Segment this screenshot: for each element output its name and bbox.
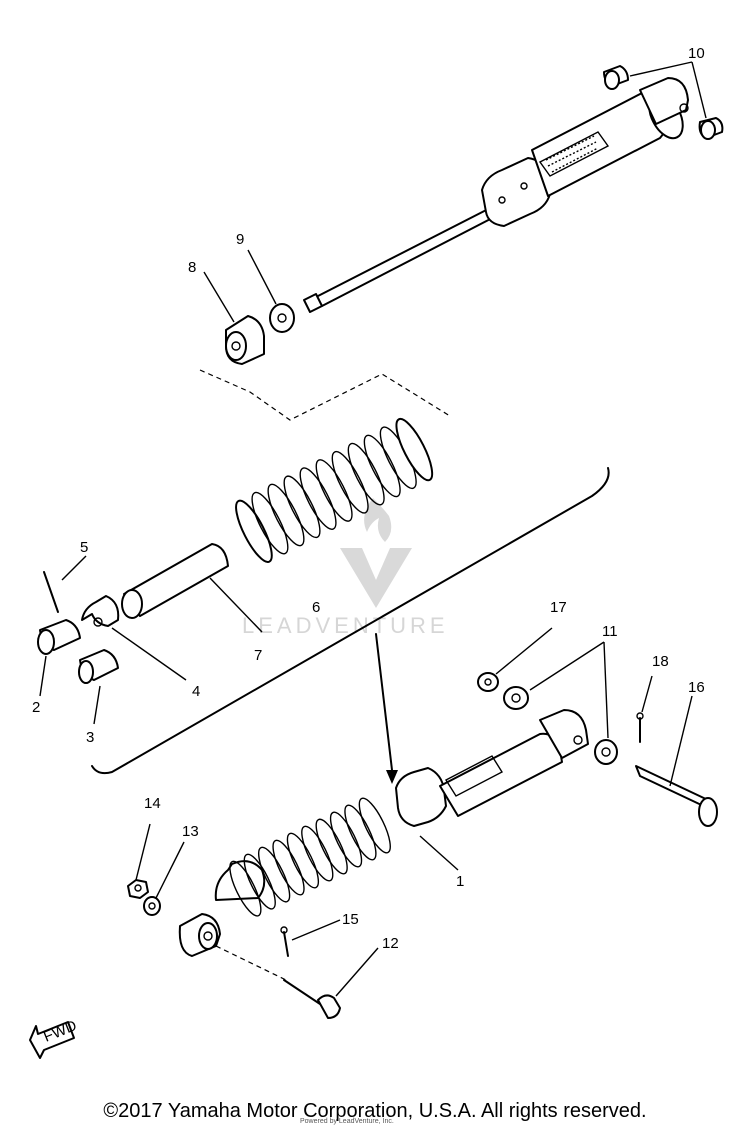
callout-15: 15 bbox=[342, 911, 359, 928]
callout-13: 13 bbox=[182, 823, 199, 840]
callout-6: 6 bbox=[312, 599, 320, 616]
exploded-group-bracket bbox=[91, 467, 610, 775]
part-4-spring-seat bbox=[81, 595, 187, 681]
callout-7: 7 bbox=[254, 647, 262, 664]
parts-8-9-bump-stop-washer bbox=[203, 249, 295, 365]
callout-12: 12 bbox=[382, 935, 399, 952]
callout-9: 9 bbox=[236, 231, 244, 248]
dashed-group-line bbox=[199, 369, 451, 421]
parts-2-3-5 bbox=[37, 555, 119, 725]
callout-11: 11 bbox=[602, 623, 618, 640]
callout-10: 10 bbox=[688, 45, 705, 62]
callout-3: 3 bbox=[86, 729, 94, 746]
part-7-tube bbox=[121, 543, 263, 633]
upper-shock-absorber bbox=[303, 77, 689, 313]
part-1-shock-assembly bbox=[178, 709, 589, 957]
part-10-collars bbox=[603, 61, 724, 140]
callout-2: 2 bbox=[32, 699, 40, 716]
assembly-arrow bbox=[375, 633, 398, 784]
callout-16: 16 bbox=[688, 679, 705, 696]
part-6-spring bbox=[235, 417, 434, 563]
leadventure-watermark: LEADVENTURE bbox=[242, 498, 449, 638]
fwd-direction-icon: FWD bbox=[29, 1017, 79, 1059]
callout-17: 17 bbox=[550, 599, 567, 616]
copyright-notice: ©2017 Yamaha Motor Corporation, U.S.A. A… bbox=[103, 1100, 647, 1122]
watermark-text: LEADVENTURE bbox=[242, 613, 449, 638]
watermark-subtext: Powered by LeadVenture, Inc. bbox=[300, 1118, 394, 1125]
callout-8: 8 bbox=[188, 259, 196, 276]
callout-18: 18 bbox=[652, 653, 669, 670]
parts-12-15-hardware bbox=[127, 823, 379, 1019]
callout-5: 5 bbox=[80, 539, 88, 556]
callout-1: 1 bbox=[456, 873, 464, 890]
callout-14: 14 bbox=[144, 795, 161, 812]
callout-4: 4 bbox=[192, 683, 200, 700]
parts-16-18-bolt-pin bbox=[635, 675, 718, 827]
parts-11-17-washers bbox=[477, 627, 618, 765]
